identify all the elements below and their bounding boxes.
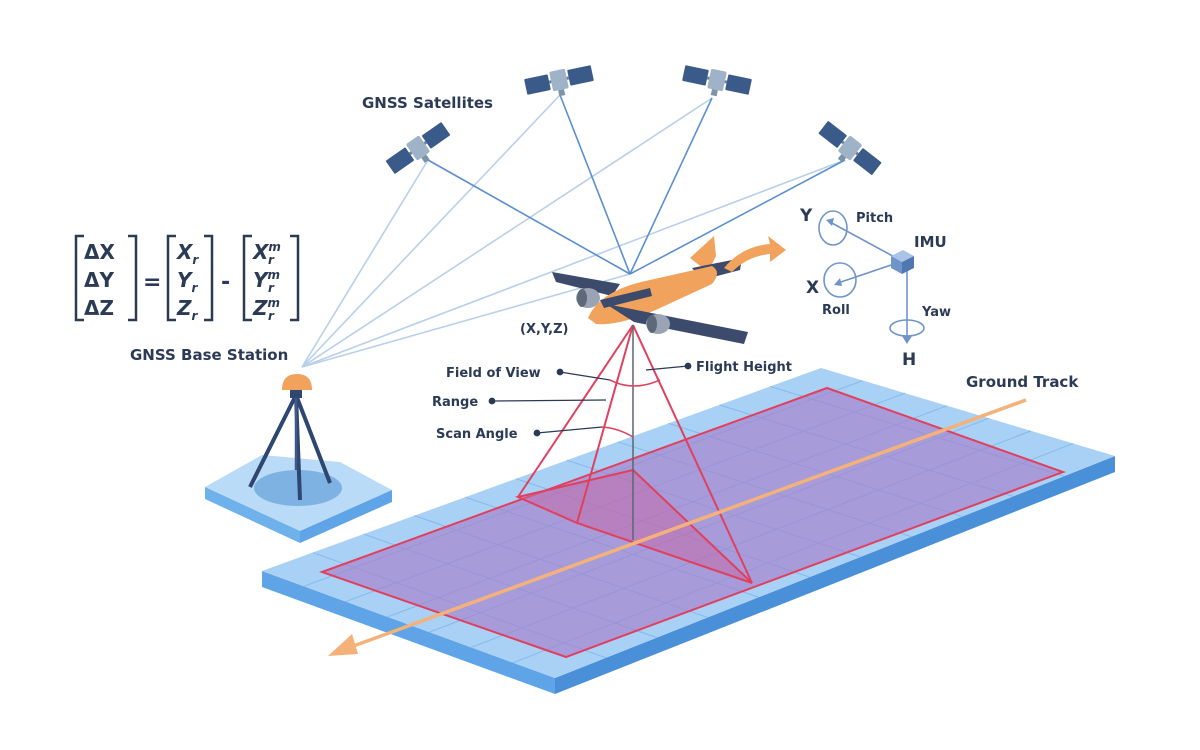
rover-x: Xr [175, 240, 199, 267]
rover-y: Yr [177, 268, 198, 295]
imu-cube-icon [891, 250, 914, 274]
pitch-label: Pitch [856, 211, 893, 226]
reference-y: Ym [253, 268, 280, 292]
label-leaders [488, 362, 692, 437]
equation-lhs-1: ΔY [84, 268, 114, 292]
rover-z: Zr [176, 296, 199, 323]
aircraft-position-label: (X,Y,Z) [520, 322, 568, 337]
airplane-icon [552, 236, 748, 344]
satellite-icon [811, 117, 885, 184]
reference-z-sub: r [268, 309, 275, 323]
gnss-signal-lines [301, 94, 846, 368]
imu-label: IMU [914, 233, 947, 251]
equation-minus: - [221, 270, 230, 295]
range-label: Range [432, 395, 478, 410]
ground-track-arrow [328, 398, 1027, 656]
gnss-satellites-label: GNSS Satellites [362, 94, 493, 112]
axis-h-label: H [902, 350, 916, 370]
reference-z: Zm [252, 296, 280, 320]
scan-angle-label: Scan Angle [436, 427, 518, 442]
satellite-icon [678, 61, 754, 105]
equation-lhs-2: ΔZ [84, 296, 114, 320]
reference-x: Xm [251, 240, 281, 264]
imu-arrowheads [826, 218, 912, 344]
satellite-icon [522, 61, 598, 105]
curved-arrow-icon [724, 236, 786, 272]
roll-label: Roll [822, 303, 850, 318]
equation-lhs-0: ΔX [84, 240, 115, 264]
yaw-label: Yaw [921, 305, 951, 320]
gnss-equation: ΔX ΔY ΔZ = Xr Yr Zr - Xm r Ym r Zm r [74, 234, 300, 323]
tripod-antenna-icon [248, 374, 332, 501]
scan-beams [517, 324, 753, 584]
imu-diagram [818, 210, 925, 338]
reference-y-sub: r [268, 281, 275, 295]
satellite-icon [382, 118, 457, 183]
axis-y-label: Y [799, 206, 813, 226]
flight-height-label: Flight Height [696, 360, 792, 375]
equation-equals: = [143, 270, 161, 295]
gnss-base-station-label: GNSS Base Station [130, 346, 288, 364]
ground-track-label: Ground Track [966, 373, 1079, 391]
field-of-view-label: Field of View [446, 366, 541, 381]
axis-x-label: X [806, 278, 819, 298]
reference-x-sub: r [268, 253, 275, 267]
